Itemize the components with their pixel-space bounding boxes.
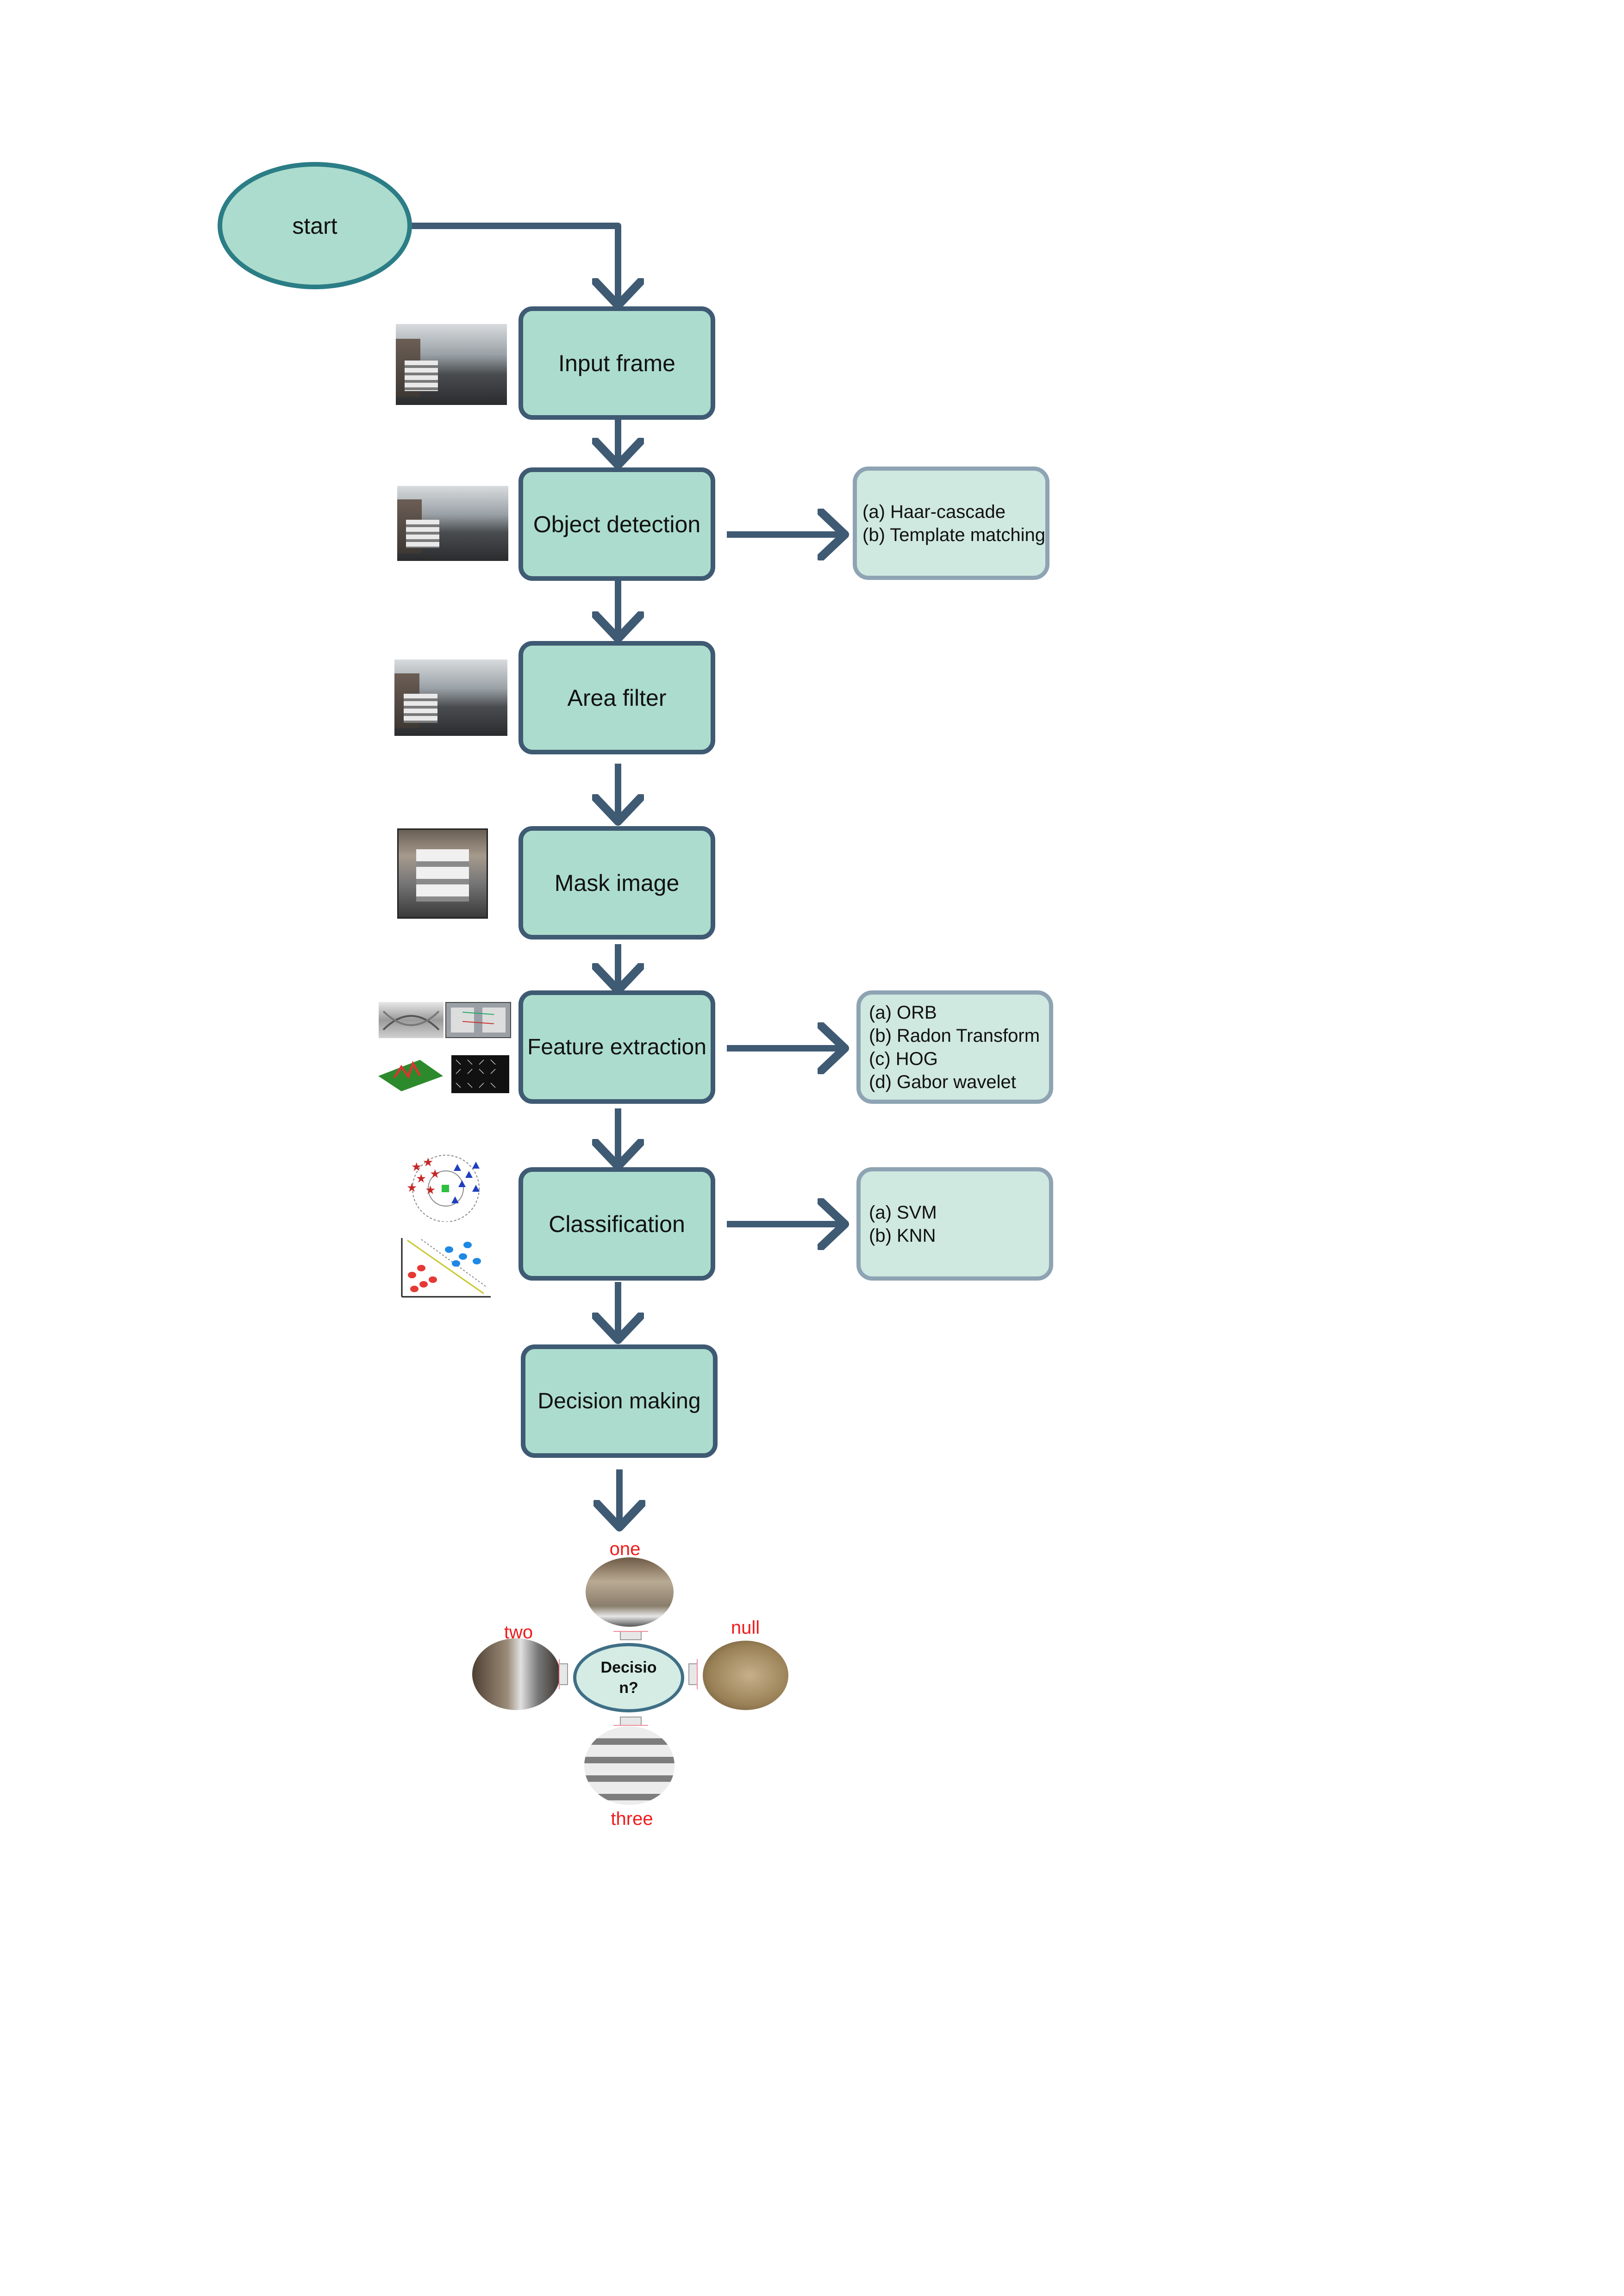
- outcome-photo-two: [472, 1638, 560, 1710]
- arrow-start-to-input: [407, 223, 618, 305]
- svg-text:★: ★: [423, 1155, 433, 1169]
- mask-image-thumbnail: [397, 828, 488, 919]
- decision-label: Decisio n?: [600, 1659, 657, 1697]
- knn-illustration: ★★★★★★: [402, 1152, 490, 1222]
- method-item: (b) KNN: [869, 1225, 936, 1246]
- svg-text:★: ★: [406, 1181, 417, 1195]
- step-label: Object detection: [533, 511, 701, 537]
- radon-pattern-icon: [382, 1010, 440, 1031]
- step-label: Input frame: [558, 350, 675, 376]
- step-label: Decision making: [537, 1389, 701, 1413]
- step-label: Feature extraction: [527, 1035, 706, 1059]
- method-item: (a) ORB: [869, 1002, 937, 1023]
- svg-text:★: ★: [416, 1171, 426, 1185]
- methods-classification: (a) SVM (b) KNN: [856, 1167, 1053, 1281]
- step-mask-image: Mask image: [518, 826, 715, 940]
- method-item: (a) Haar-cascade: [862, 501, 1006, 522]
- outcome-label-null: null: [731, 1618, 760, 1638]
- method-item: (b) Template matching: [862, 524, 1045, 545]
- feature-gabor-thumbnail: [376, 1055, 445, 1092]
- svm-illustration: [398, 1236, 493, 1300]
- outcome-photo-three: [584, 1726, 675, 1805]
- step-label: Mask image: [554, 870, 680, 896]
- step-input-frame: Input frame: [518, 306, 715, 420]
- step-classification: Classification: [518, 1167, 715, 1281]
- method-item: (d) Gabor wavelet: [869, 1071, 1016, 1092]
- step-feature-extraction: Feature extraction: [518, 990, 715, 1104]
- orb-keypoints-icon: [451, 1008, 506, 1033]
- area-filter-thumbnail: [394, 660, 507, 736]
- methods-feature-extraction: (a) ORB (b) Radon Transform (c) HOG (d) …: [856, 990, 1053, 1104]
- outcome-label-three: three: [611, 1809, 653, 1829]
- method-item: (b) Radon Transform: [869, 1025, 1040, 1046]
- svm-scatter-icon: [401, 1238, 491, 1298]
- svg-text:★: ★: [411, 1160, 422, 1174]
- outcome-label-one: one: [609, 1539, 641, 1559]
- methods-object-detection: (a) Haar-cascade (b) Template matching: [853, 467, 1049, 580]
- knn-scatter-icon: ★★★★★★: [406, 1155, 480, 1222]
- step-label: Classification: [549, 1211, 685, 1237]
- start-node: start: [218, 162, 412, 289]
- hog-grid-icon: [456, 1059, 496, 1088]
- svg-text:★: ★: [425, 1183, 436, 1197]
- method-item: (a) SVM: [869, 1202, 937, 1223]
- step-decision-making: Decision making: [521, 1344, 718, 1458]
- method-item: (c) HOG: [869, 1048, 938, 1069]
- feature-orb-thumbnail: [445, 1002, 511, 1038]
- outcome-photo-null: [703, 1641, 788, 1710]
- decision-node: Decisio n?: [573, 1643, 684, 1712]
- step-area-filter: Area filter: [518, 641, 715, 754]
- object-detection-thumbnail: [397, 486, 508, 561]
- gabor-surface-icon: [378, 1060, 443, 1091]
- svg-text:★: ★: [430, 1167, 440, 1181]
- step-object-detection: Object detection: [518, 467, 715, 581]
- feature-hog-thumbnail: [451, 1055, 509, 1093]
- step-label: Area filter: [567, 684, 667, 711]
- outcome-photo-one: [586, 1557, 674, 1627]
- feature-radon-thumbnail: [379, 1002, 443, 1038]
- input-frame-thumbnail: [396, 324, 507, 405]
- start-label: start: [292, 212, 337, 239]
